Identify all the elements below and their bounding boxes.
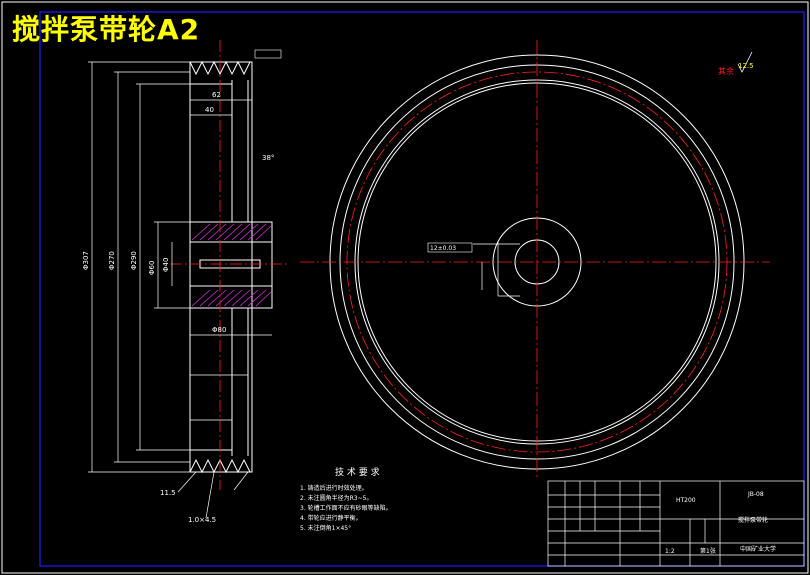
title-block xyxy=(547,480,805,567)
roughness-symbol: 其余 12.5 xyxy=(718,51,754,76)
callout-frame xyxy=(427,242,473,253)
drawing-frame xyxy=(39,11,805,567)
roughness-value: 12.5 xyxy=(738,62,754,70)
note-item: 3. 轮槽工作面不应有砂眼等缺陷。 xyxy=(300,504,392,512)
dim-d4: Φ60 xyxy=(148,261,156,275)
note-item: 1. 铸造后进行时效处理。 xyxy=(300,484,368,492)
notes-heading: 技 术 要 求 xyxy=(335,466,380,478)
dim-d1: Φ307 xyxy=(82,251,90,270)
dim-width-mid: 40 xyxy=(205,106,214,114)
hub-hatch xyxy=(191,223,272,307)
title-block-school: 中国矿业大学 xyxy=(740,545,776,553)
leaders-bottom xyxy=(177,471,249,519)
technical-notes: 技 术 要 求 1. 铸造后进行时效处理。 2. 未注圆角半径为R3~5。 3.… xyxy=(300,466,392,532)
note-item: 2. 未注圆角半径为R3~5。 xyxy=(300,494,372,502)
dim-groove2: 1.0×4.5 xyxy=(188,516,216,524)
dim-d5: Φ40 xyxy=(162,258,170,272)
front-centerlines xyxy=(300,40,770,480)
title-block-material: HT200 xyxy=(676,497,696,504)
drawing-title: 搅拌泵带轮A2 xyxy=(12,13,201,46)
tolerance-frame-top xyxy=(254,49,282,59)
note-item: 4. 带轮应进行静平衡。 xyxy=(300,514,362,522)
dim-d3: Φ290 xyxy=(130,251,138,270)
title-block-name: 搅拌泵带轮 xyxy=(738,516,768,524)
section-dimensions xyxy=(88,61,272,473)
dim-width-top: 62 xyxy=(212,91,221,99)
keyway-dims xyxy=(473,242,520,297)
roughness-label: 其余 xyxy=(718,66,734,76)
note-item: 5. 未注倒角1×45° xyxy=(300,524,351,532)
dim-hub: Φ80 xyxy=(212,326,226,334)
dim-groove: 11.5 xyxy=(160,489,176,497)
dim-d2: Φ270 xyxy=(108,251,116,270)
dim-angle: 38° xyxy=(262,154,274,162)
section-view xyxy=(189,60,273,474)
title-block-scale: 1:2 xyxy=(665,548,675,555)
callout-center: 12±0.03 xyxy=(430,245,456,252)
title-block-sheet: 第1张 xyxy=(700,547,716,555)
title-block-drawing-no: JB-08 xyxy=(747,491,764,498)
